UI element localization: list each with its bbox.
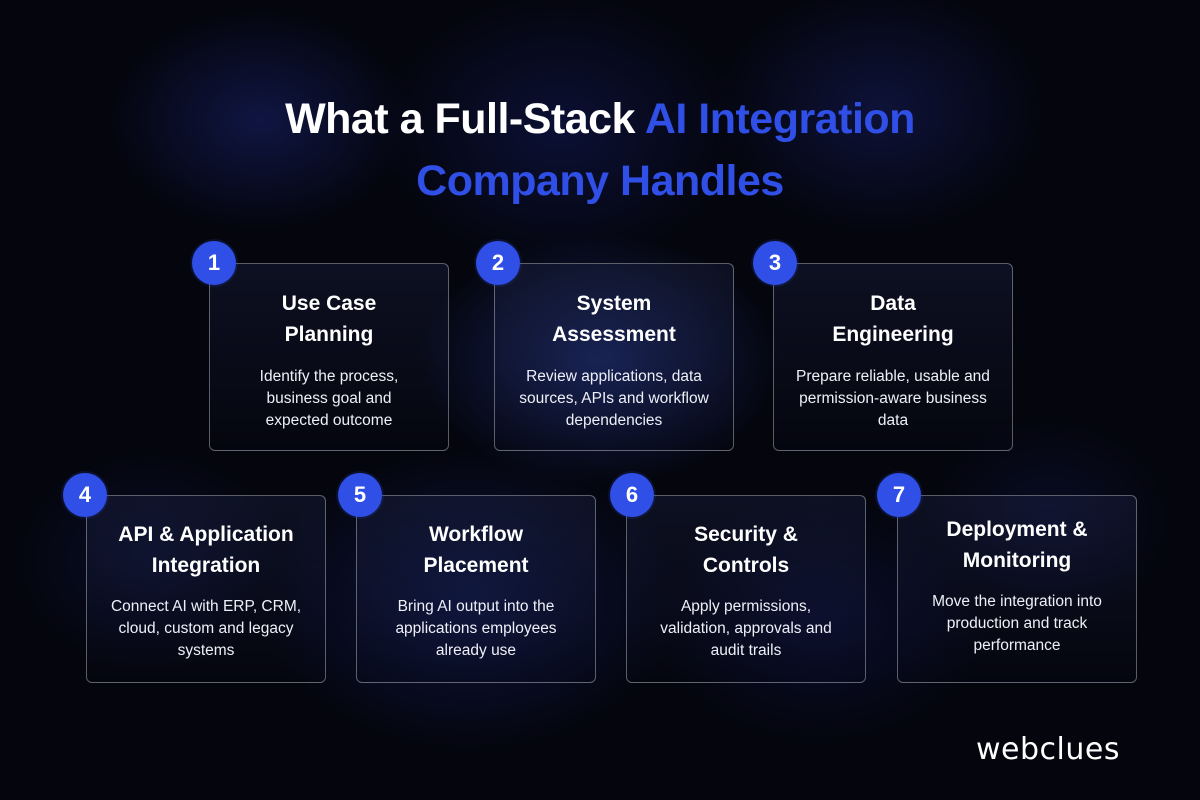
step-title: Workflow Placement xyxy=(423,523,529,577)
step-title: Deployment & Monitoring xyxy=(946,518,1088,572)
step-number-badge-5: 5 xyxy=(338,473,382,517)
step-number-badge-1: 1 xyxy=(192,241,236,285)
step-card-7: Deployment & Monitoring Move the integra… xyxy=(897,495,1137,683)
step-card-2: System Assessment Review applications, d… xyxy=(494,263,734,451)
step-title: API & Application Integration xyxy=(118,523,294,577)
step-card-6: Security & Controls Apply permissions, v… xyxy=(626,495,866,683)
step-card-1: Use Case Planning Identify the process, … xyxy=(209,263,449,451)
title-white-part: What a Full-Stack xyxy=(285,95,645,143)
step-description: Identify the process, business goal and … xyxy=(259,368,399,429)
step-title: System Assessment xyxy=(552,292,676,346)
step-description: Review applications, data sources, APIs … xyxy=(519,368,709,429)
step-number-badge-2: 2 xyxy=(476,241,520,285)
webclues-logo: webclues xyxy=(976,732,1120,767)
step-card-5: Workflow Placement Bring AI output into … xyxy=(356,495,596,683)
step-title: Data Engineering xyxy=(832,292,954,346)
step-description: Connect AI with ERP, CRM, cloud, custom … xyxy=(110,598,302,659)
step-description: Bring AI output into the applications em… xyxy=(395,598,557,659)
step-number-badge-3: 3 xyxy=(753,241,797,285)
step-number-badge-6: 6 xyxy=(610,473,654,517)
step-number-badge-4: 4 xyxy=(63,473,107,517)
step-title: Security & Controls xyxy=(694,523,798,577)
step-title: Use Case Planning xyxy=(281,292,377,346)
step-description: Prepare reliable, usable and permission-… xyxy=(796,368,990,429)
step-description: Move the integration into production and… xyxy=(932,593,1102,654)
step-card-4: API & Application Integration Connect AI… xyxy=(86,495,326,683)
step-card-3: Data Engineering Prepare reliable, usabl… xyxy=(773,263,1013,451)
title-accent-line2: Company Handles xyxy=(416,157,784,205)
title-accent-part: AI Integration xyxy=(644,95,916,143)
step-description: Apply permissions, validation, approvals… xyxy=(660,598,832,659)
step-number-badge-7: 7 xyxy=(877,473,921,517)
page-title: What a Full-Stack AI Integration Company… xyxy=(0,88,1200,212)
